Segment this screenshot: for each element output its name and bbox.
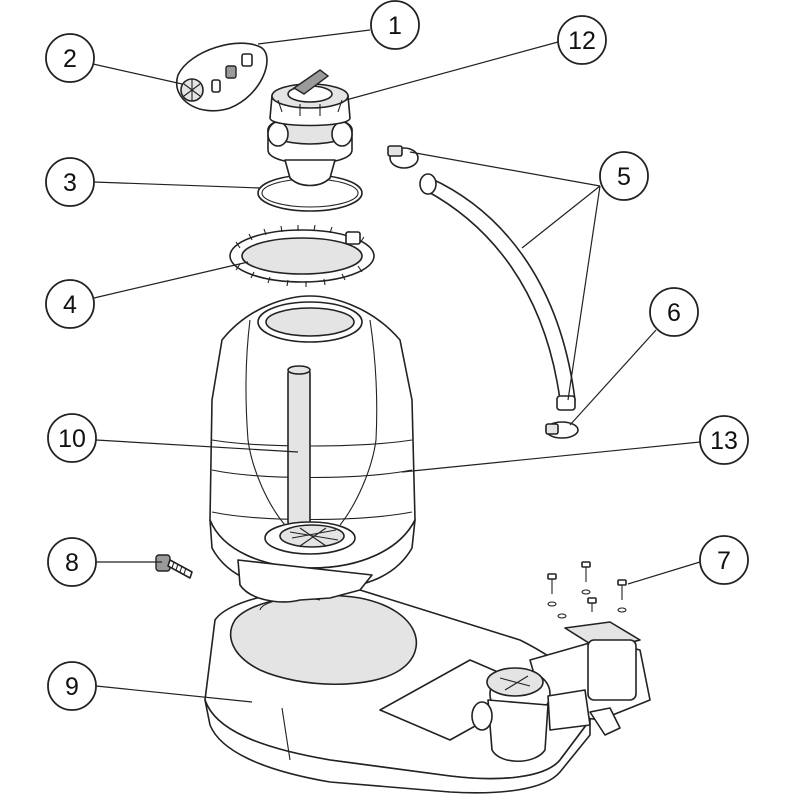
callout-label: 10 xyxy=(58,425,86,453)
hose-clamp-bottom xyxy=(545,421,579,439)
callout-6: 6 xyxy=(649,287,699,337)
callout-label: 6 xyxy=(667,299,681,327)
pump-assembly xyxy=(471,621,651,762)
callout-label: 12 xyxy=(568,27,596,55)
callout-4: 4 xyxy=(45,279,95,329)
callout-8: 8 xyxy=(47,537,97,587)
standpipe-laterals xyxy=(264,365,356,555)
callout-2: 2 xyxy=(45,33,95,83)
callout-9: 9 xyxy=(47,661,97,711)
callout-label: 8 xyxy=(65,549,79,577)
filter-tank xyxy=(209,295,416,603)
callout-5: 5 xyxy=(599,151,649,201)
callout-1: 1 xyxy=(370,0,420,50)
callout-10: 10 xyxy=(47,413,97,463)
connection-hose xyxy=(419,173,576,411)
callout-7: 7 xyxy=(699,535,749,585)
callout-3: 3 xyxy=(45,157,95,207)
multiport-valve xyxy=(267,69,353,187)
callout-label: 9 xyxy=(65,673,79,701)
callout-label: 3 xyxy=(63,169,77,197)
callout-label: 13 xyxy=(710,427,738,455)
mounting-bolts xyxy=(547,561,627,619)
pressure-gauge-kit xyxy=(175,42,268,112)
callout-12: 12 xyxy=(557,15,607,65)
hose-clamp-top xyxy=(387,145,419,169)
callout-label: 4 xyxy=(63,291,77,319)
tank-clamp-ring xyxy=(229,224,375,287)
callout-label: 7 xyxy=(717,547,731,575)
callout-label: 2 xyxy=(63,45,77,73)
drain-plug xyxy=(155,554,193,579)
leader-lines xyxy=(92,29,701,703)
callout-13: 13 xyxy=(699,415,749,465)
callout-label: 1 xyxy=(388,12,402,40)
callout-label: 5 xyxy=(617,163,631,191)
